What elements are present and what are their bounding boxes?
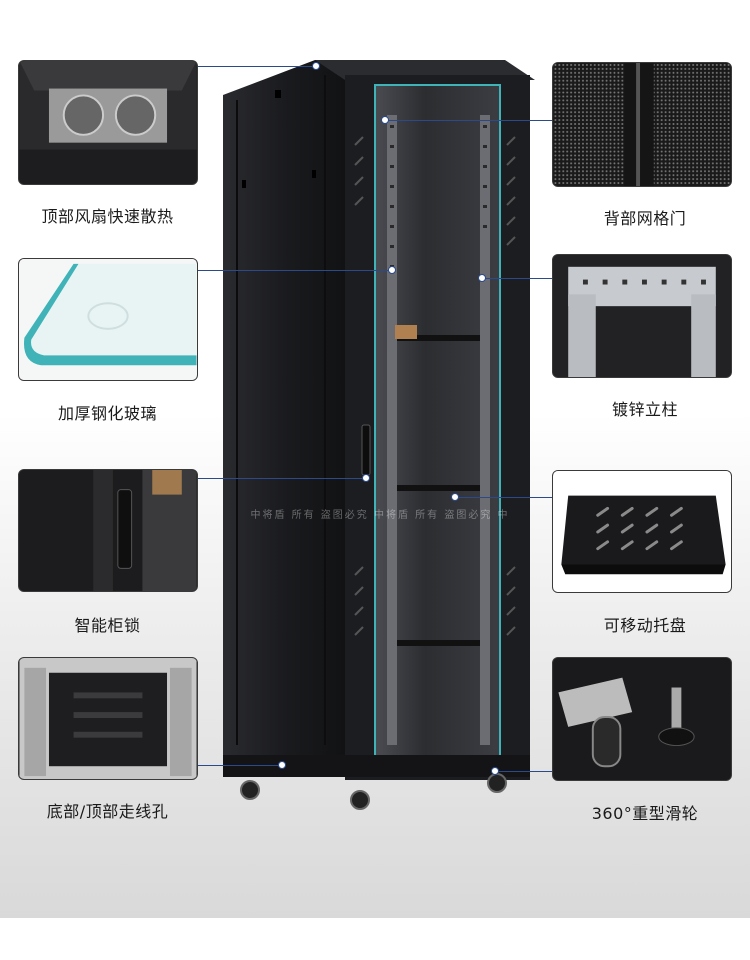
connector-dot [362, 474, 370, 482]
cabinet-lock-image [18, 469, 198, 592]
connector-dot [381, 116, 389, 124]
connector-line [385, 120, 552, 121]
feature-label-cable-hole: 底部/顶部走线孔 [46, 802, 169, 821]
feature-label-top-fan: 顶部风扇快速散热 [41, 207, 174, 226]
bottom-margin [0, 918, 750, 960]
feature-label-tempered-glass: 加厚钢化玻璃 [57, 404, 157, 423]
connector-dot [388, 266, 396, 274]
cable-hole-image [18, 657, 198, 780]
tempered-glass-image [18, 258, 198, 381]
connector-dot [451, 493, 459, 501]
feature-label-galvanized-post: 镀锌立柱 [611, 400, 678, 419]
mesh-door-image [552, 62, 732, 187]
connector-line [198, 270, 392, 271]
connector-dot [491, 767, 499, 775]
feature-label-mesh-door: 背部网格门 [603, 209, 687, 228]
connector-line [482, 278, 552, 279]
connector-line [495, 771, 552, 772]
connector-line [198, 478, 366, 479]
watermark-text: 中将盾 所有 盗图必究 中将盾 所有 盗图必究 中 [250, 510, 510, 521]
connector-line [198, 765, 282, 766]
feature-label-caster-wheel: 360°重型滑轮 [591, 804, 699, 823]
feature-label-movable-tray: 可移动托盘 [603, 616, 687, 635]
connector-dot [478, 274, 486, 282]
connector-dot [312, 62, 320, 70]
galvanized-post-image [552, 254, 732, 378]
movable-tray-image [552, 470, 732, 593]
product-stage: 中将盾 所有 盗图必究 中将盾 所有 盗图必究 中 顶部风扇快速散热 加厚钢化玻… [0, 0, 750, 918]
server-cabinet-image [215, 55, 545, 815]
connector-line [198, 66, 316, 67]
connector-line [455, 497, 552, 498]
connector-dot [278, 761, 286, 769]
feature-label-cabinet-lock: 智能柜锁 [74, 616, 141, 635]
caster-wheel-image [552, 657, 732, 781]
top-fan-image [18, 60, 198, 185]
